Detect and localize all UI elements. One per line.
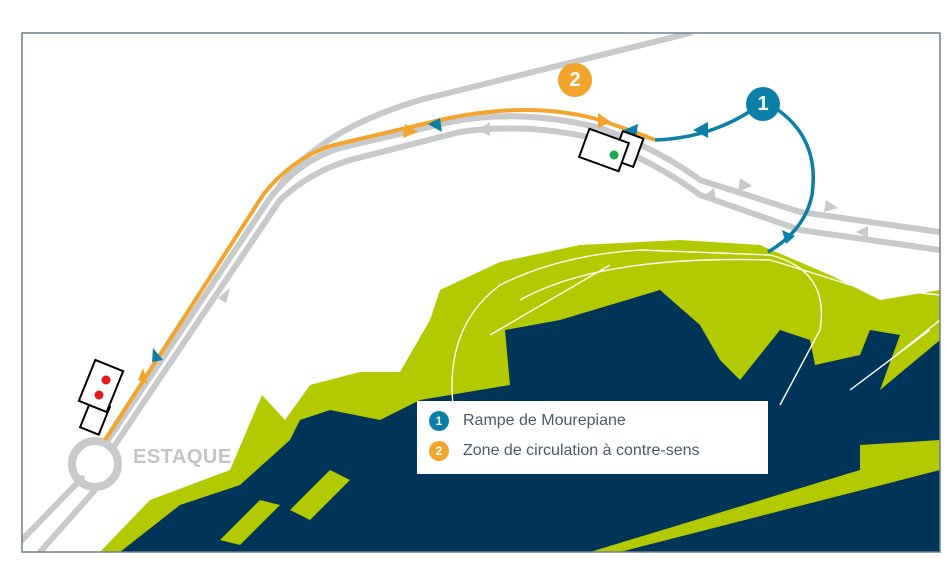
direction-arrows: [138, 113, 868, 384]
legend-badge-2: 2: [429, 441, 449, 461]
map-frame: [21, 32, 941, 553]
route-2-path: [103, 108, 656, 442]
route-1-marker: 1: [746, 87, 780, 121]
legend-badge-1: 1: [429, 411, 449, 431]
place-label-estaque: ESTAQUE: [133, 446, 232, 468]
map-legend: 1 Rampe de Mourepiane 2 Zone de circulat…: [417, 401, 768, 474]
signal-red: [77, 358, 125, 436]
legend-item-1: 1 Rampe de Mourepiane: [429, 411, 626, 431]
legend-item-2: 2 Zone de circulation à contre-sens: [429, 441, 700, 461]
signal-green: [577, 127, 645, 173]
route-2-marker: 2: [558, 63, 592, 97]
roads: [22, 33, 940, 552]
rail-lines: [451, 249, 940, 421]
estaque-roundabout: [68, 437, 122, 491]
legend-label-1: Rampe de Mourepiane: [463, 412, 626, 429]
legend-label-2: Zone de circulation à contre-sens: [463, 442, 700, 459]
